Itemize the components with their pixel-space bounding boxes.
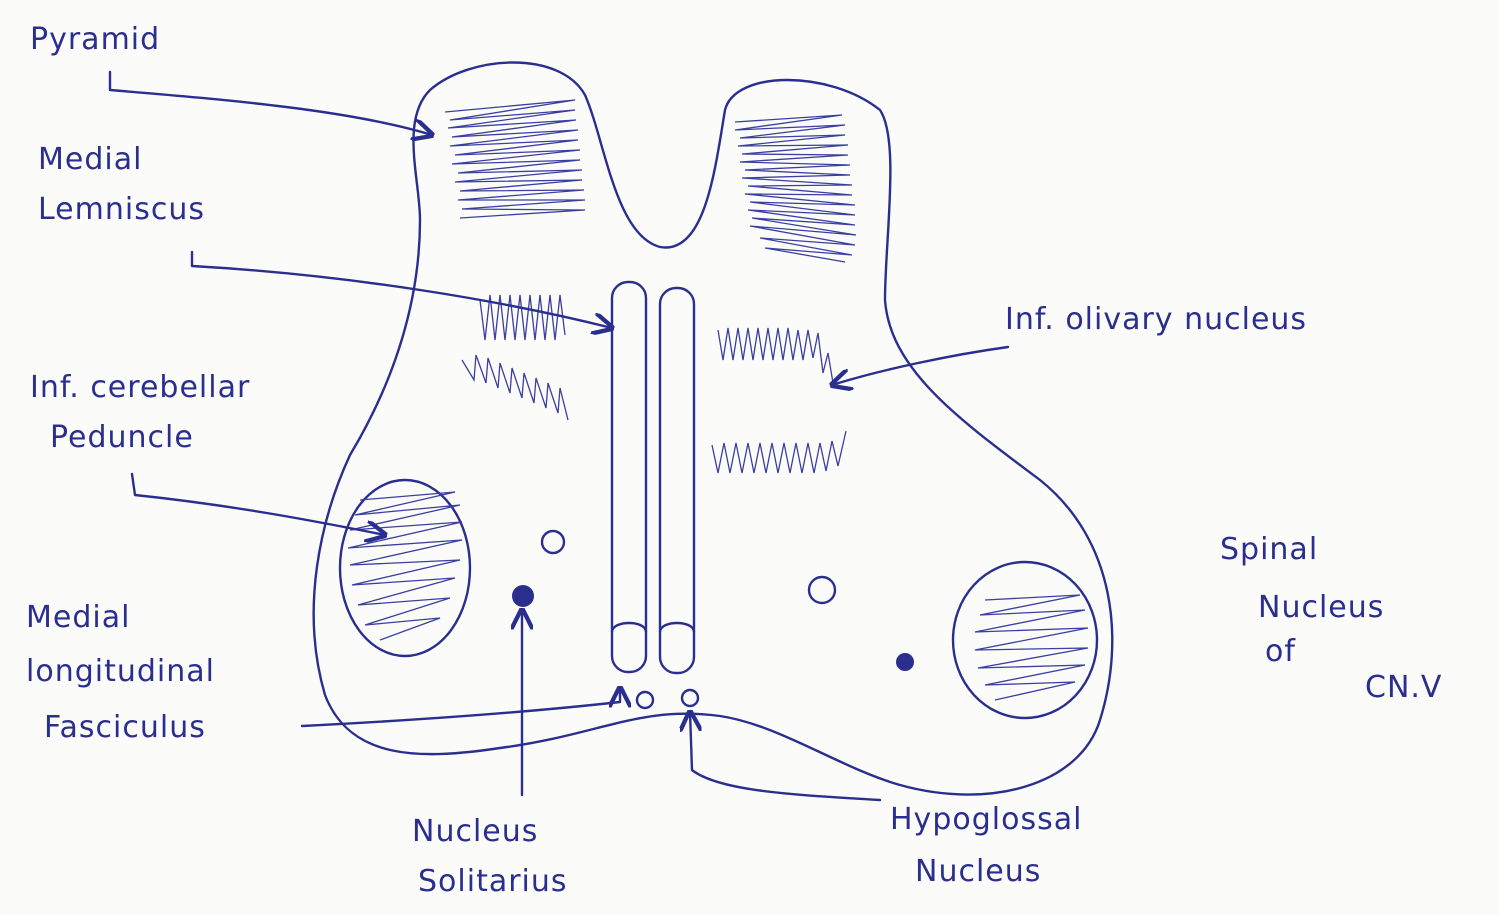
label-hypoglossal-line2: Nucleus xyxy=(915,852,1041,892)
right-small-nucleus-open xyxy=(809,577,835,603)
label-spinal-line1: Spinal xyxy=(1220,530,1318,570)
left-nucleus-solitarius-filled xyxy=(512,585,534,607)
label-inf-olivary: Inf. olivary nucleus xyxy=(1005,300,1307,340)
arrow-mlf xyxy=(302,688,620,726)
label-pyramid: Pyramid xyxy=(30,20,160,60)
label-mlf-line1: Medial xyxy=(26,598,130,638)
arrow-hypoglossal xyxy=(690,712,880,800)
label-spinal-line3: of xyxy=(1265,632,1296,672)
right-olivary-zigzag xyxy=(712,328,846,473)
label-medial-lemniscus-line2: Lemniscus xyxy=(38,190,205,230)
arrow-pyramid xyxy=(110,72,432,135)
arrow-medial-lemniscus xyxy=(192,252,612,328)
label-spinal-line2: Nucleus xyxy=(1258,588,1384,628)
label-mlf-line2: longitudinal xyxy=(26,652,215,692)
left-peduncle-oval xyxy=(340,480,470,656)
label-inf-cerebellar-line2: Peduncle xyxy=(50,418,194,458)
label-hypoglossal-line1: Hypoglossal xyxy=(890,800,1082,840)
medial-lemniscus-tubes xyxy=(612,282,694,673)
right-nucleus-filled xyxy=(896,653,914,671)
right-hypoglossal-circle xyxy=(682,690,698,706)
label-spinal-line4: CN.V xyxy=(1365,668,1442,708)
left-hypoglossal-circle xyxy=(637,692,653,708)
left-pyramid-hatch xyxy=(445,100,585,218)
right-pyramid-hatch xyxy=(735,115,856,262)
label-medial-lemniscus-line1: Medial xyxy=(38,140,142,180)
left-small-nucleus-open xyxy=(542,531,564,553)
label-mlf-line3: Fasciculus xyxy=(44,708,206,748)
right-spinal-oval xyxy=(953,562,1097,718)
label-solitarius-line2: Solitarius xyxy=(418,862,568,902)
label-solitarius-line1: Nucleus xyxy=(412,812,538,852)
label-inf-cerebellar-line1: Inf. cerebellar xyxy=(30,368,250,408)
